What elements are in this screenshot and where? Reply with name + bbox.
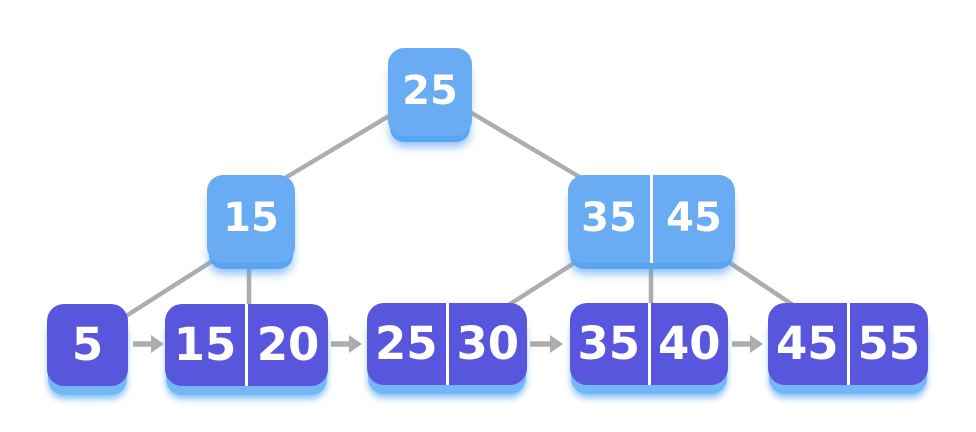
key-cell: 45: [650, 175, 735, 263]
key-cell: 40: [647, 303, 729, 385]
tree-edge-root-to-35-45: [468, 110, 585, 181]
key-cell: 45: [775, 316, 839, 370]
leaf-node-5: 5: [47, 304, 128, 386]
key-cell: 25: [402, 68, 458, 114]
key-cell: 35: [577, 316, 641, 370]
leaf-node-15-20: 15 20: [165, 304, 328, 386]
tree-edge-15-to-5: [124, 258, 216, 318]
key-cell: 30: [445, 303, 528, 385]
leaf-link-arrow: [331, 335, 362, 353]
key-cell: 20: [245, 304, 328, 386]
key-cell: 15: [173, 317, 237, 371]
leaf-node-35-40: 35 40: [570, 303, 728, 385]
leaf-node-45-55: 45 55: [768, 303, 928, 385]
leaf-link-arrow: [133, 335, 164, 353]
leaf-link-arrow: [732, 335, 763, 353]
internal-node-15: 15: [207, 175, 295, 263]
key-cell: 55: [846, 303, 929, 385]
arrow-right-icon: [750, 335, 763, 353]
internal-node-35-45: 35 45: [568, 175, 735, 263]
key-cell: 15: [223, 195, 279, 241]
tree-edge-35-45-to-25-30: [505, 258, 581, 308]
leaf-node-25-30: 25 30: [367, 303, 527, 385]
arrow-right-icon: [550, 335, 563, 353]
leaf-link-arrow: [530, 335, 563, 353]
key-cell: 25: [374, 316, 438, 370]
tree-edge-root-to-15: [283, 114, 391, 180]
key-cell: 5: [71, 317, 104, 371]
tree-edge-35-45-to-45-55: [725, 259, 798, 309]
internal-node-root: 25: [388, 48, 472, 136]
key-cell: 35: [581, 195, 637, 241]
arrow-right-icon: [151, 335, 164, 353]
arrow-right-icon: [349, 335, 362, 353]
